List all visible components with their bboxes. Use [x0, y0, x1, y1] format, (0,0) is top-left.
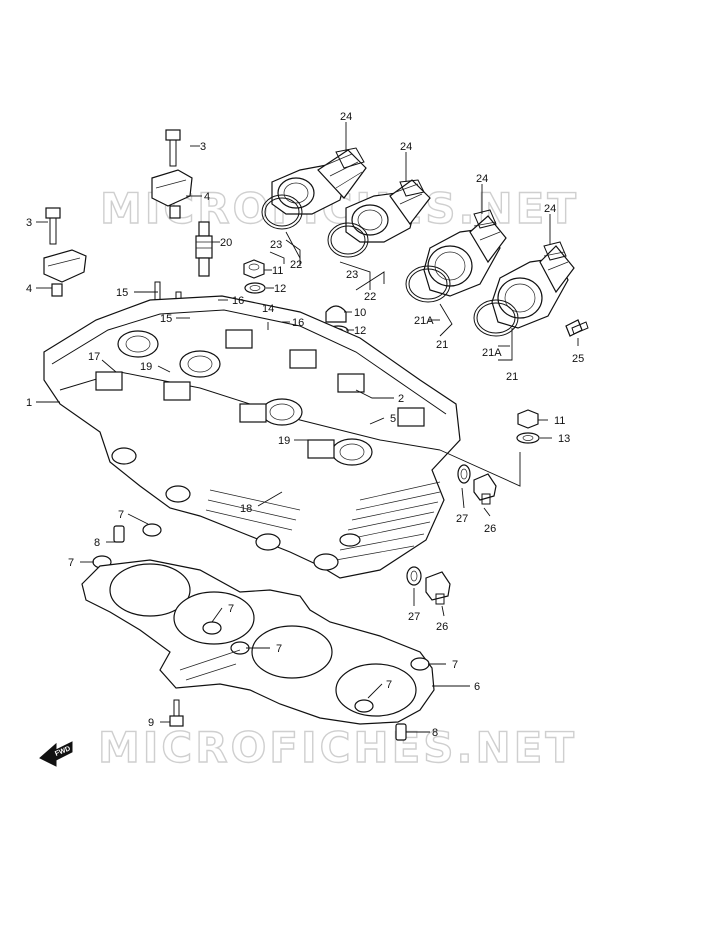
callout-9: 9	[148, 717, 154, 729]
callout-4-upper: 4	[204, 191, 210, 203]
callout-2: 2	[398, 393, 404, 405]
washer-13	[516, 432, 540, 444]
callout-6: 6	[474, 681, 480, 693]
washer-27-lower	[406, 566, 422, 586]
cap-nut-10	[325, 305, 347, 323]
bolt-3-lower	[45, 207, 61, 245]
callout-7-d: 7	[276, 643, 282, 655]
callout-21A-b: 21A	[482, 347, 502, 359]
callout-15-b: 15	[160, 313, 172, 325]
leader-lines	[36, 122, 579, 733]
dowel-4-lower	[51, 283, 63, 297]
spark-plug-20	[195, 221, 213, 277]
plug-26-upper	[473, 473, 497, 505]
callout-24-d: 24	[544, 203, 556, 215]
screw-25	[565, 319, 589, 337]
callout-7-e: 7	[452, 659, 458, 671]
bolt-3-upper	[165, 129, 181, 167]
callout-19-a: 19	[140, 361, 152, 373]
callout-27-a: 27	[456, 513, 468, 525]
head-gasket-6	[81, 559, 435, 725]
callout-8-lower: 8	[432, 727, 438, 739]
callout-12-upper: 12	[274, 283, 286, 295]
callout-25: 25	[572, 353, 584, 365]
callout-19-b: 19	[278, 435, 290, 447]
callout-23-a: 23	[270, 239, 282, 251]
clamp-24-b	[399, 179, 425, 197]
clamp-24-c	[473, 209, 497, 229]
callout-7-b: 7	[68, 557, 74, 569]
callouts: 24 24 24 24 3 3 4 4 20 23 23 22 22 11 11…	[26, 111, 584, 739]
callout-12-lower: 12	[354, 325, 366, 337]
callout-27-b: 27	[408, 611, 420, 623]
camshaft-cap-lower	[43, 249, 87, 283]
callout-20: 20	[220, 237, 232, 249]
callout-15-a: 15	[116, 287, 128, 299]
callout-4-lower: 4	[26, 283, 32, 295]
callout-7-a: 7	[118, 509, 124, 521]
washer-12-upper	[244, 282, 266, 294]
callout-11-upper: 11	[272, 265, 283, 277]
callout-26-a: 26	[484, 523, 496, 535]
o-ring-7-a	[142, 523, 162, 537]
callout-13: 13	[558, 433, 570, 445]
dowel-8-lower	[395, 723, 407, 741]
washer-27-upper	[457, 464, 471, 484]
callout-22-b: 22	[364, 291, 376, 303]
dowel-8-upper	[113, 525, 125, 543]
callout-24-b: 24	[400, 141, 412, 153]
nut-11-upper	[243, 259, 265, 279]
callout-22-a: 22	[290, 259, 302, 271]
o-ring-21A-b	[473, 299, 519, 337]
callout-26-b: 26	[436, 621, 448, 633]
cylinder-head	[43, 295, 461, 579]
callout-14: 14	[262, 303, 274, 315]
callout-11-right: 11	[554, 415, 565, 427]
callout-24-a: 24	[340, 111, 352, 123]
plug-26-lower	[425, 571, 451, 605]
intake-pipe-right-2	[491, 245, 575, 329]
callout-18: 18	[240, 503, 252, 515]
callout-8-upper: 8	[94, 537, 100, 549]
bolt-9	[169, 699, 184, 727]
callout-23-b: 23	[346, 269, 358, 281]
callout-5: 5	[390, 413, 396, 425]
callout-16-b: 16	[292, 317, 304, 329]
callout-17: 17	[88, 351, 100, 363]
callout-7-c: 7	[228, 603, 234, 615]
dowel-4-upper	[169, 205, 181, 219]
callout-3-upper: 3	[200, 141, 206, 153]
callout-16-a: 16	[232, 295, 244, 307]
o-ring-23-a	[261, 194, 303, 230]
callout-21-a: 21	[436, 339, 448, 351]
o-ring-21A-a	[405, 265, 451, 303]
watermark-bottom: MICROFICHES.NET	[98, 723, 577, 772]
callout-21A-a: 21A	[414, 315, 434, 327]
callout-21-b: 21	[506, 371, 518, 383]
callout-24-c: 24	[476, 173, 488, 185]
clamp-24-a	[335, 147, 365, 169]
callout-3-lower: 3	[26, 217, 32, 229]
nut-11-right	[517, 409, 539, 429]
o-ring-23-b	[327, 222, 369, 258]
callout-7-f: 7	[386, 679, 392, 691]
clamp-24-d	[543, 241, 567, 261]
callout-1: 1	[26, 397, 32, 409]
callout-10: 10	[354, 307, 366, 319]
fwd-arrow-icon: FWD	[39, 741, 73, 767]
